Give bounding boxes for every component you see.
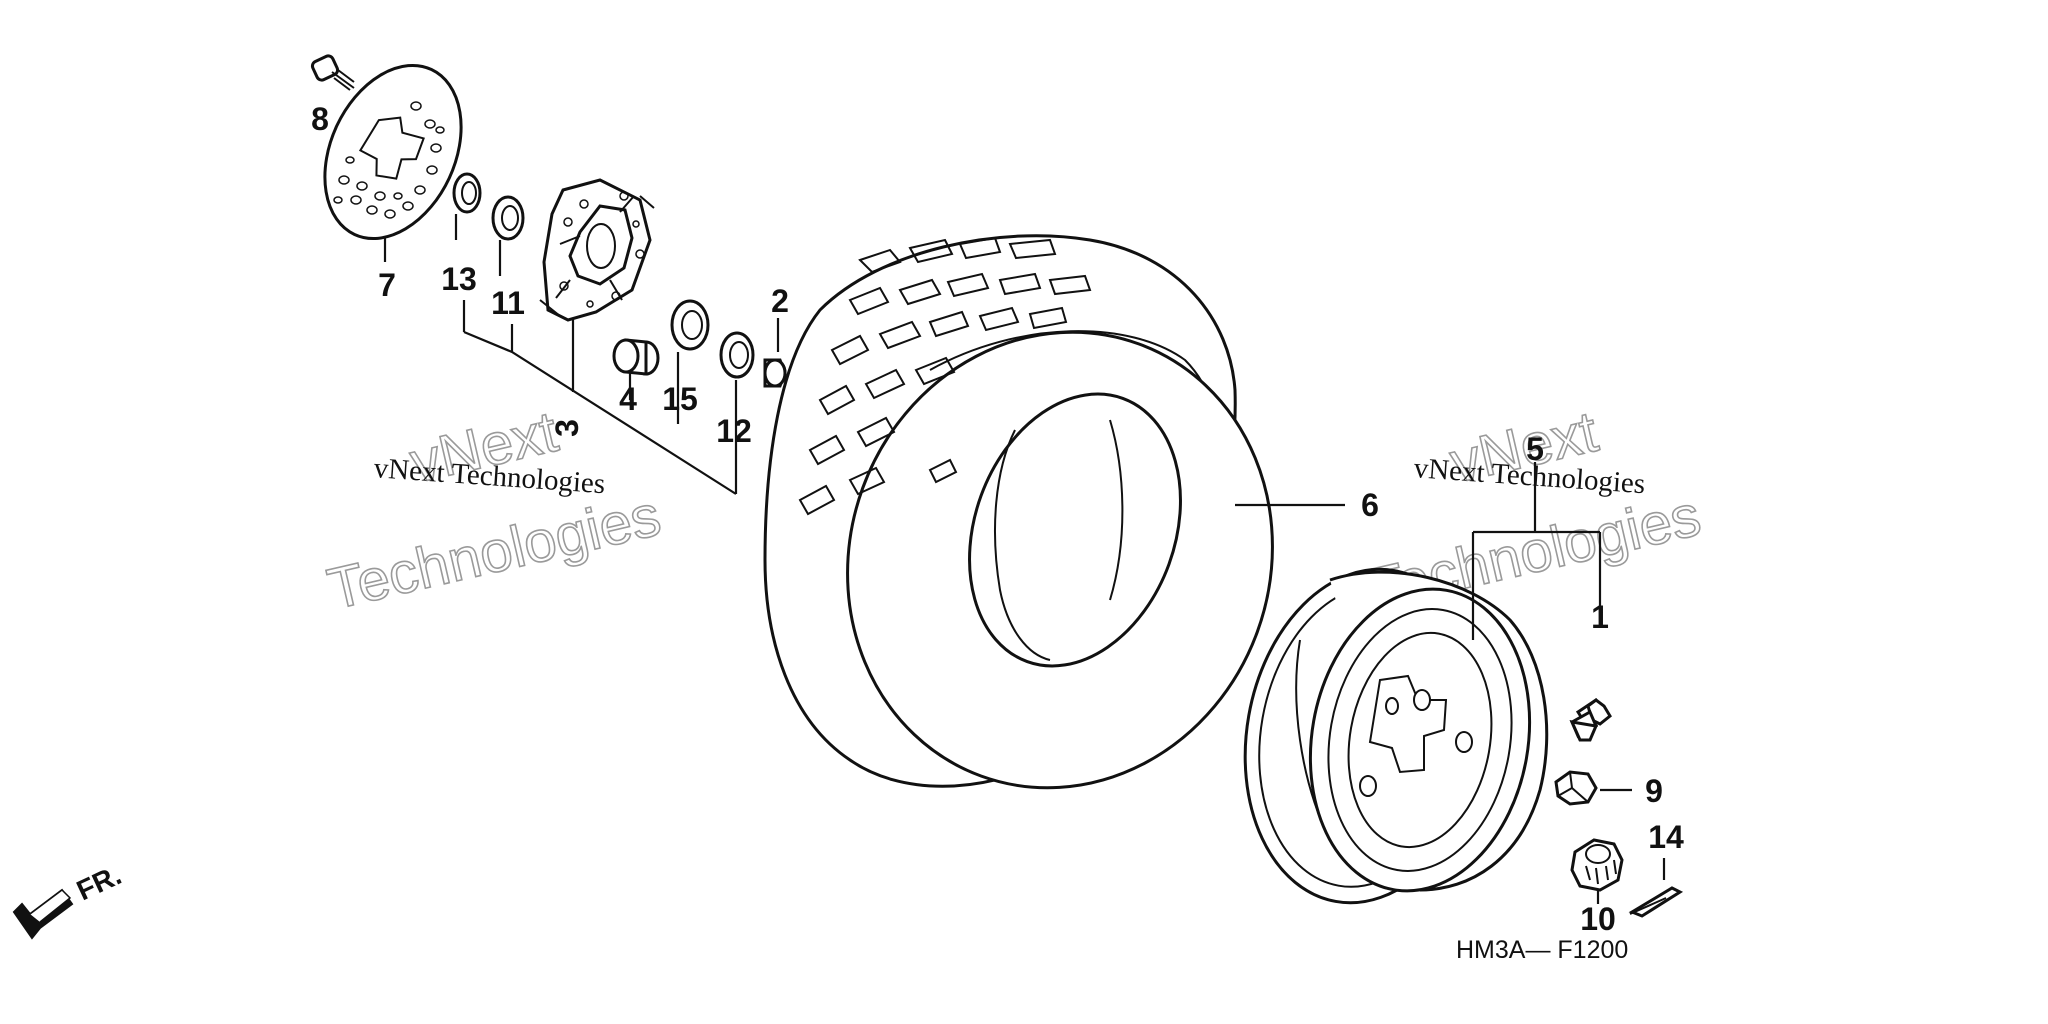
part-1-valve (1569, 698, 1612, 742)
part-7-brake-disc (323, 63, 463, 262)
part-13-seal (452, 172, 482, 240)
part-4-collar (612, 338, 660, 400)
callout-11: 11 (491, 285, 525, 321)
callout-3: 3 (549, 419, 585, 437)
part-10-castle-nut (1570, 838, 1624, 904)
front-direction-arrow: FR. (12, 859, 126, 940)
part-9-nut (1554, 770, 1632, 806)
callout-1: 1 (1591, 599, 1609, 635)
callout-2: 2 (771, 283, 789, 319)
callout-9: 9 (1645, 773, 1663, 809)
callout-5: 5 (1526, 431, 1544, 467)
watermark-left: vNext Technologies vNext Technologies (321, 398, 667, 623)
callout-4: 4 (619, 381, 637, 417)
part-15-bearing (670, 299, 710, 424)
part-11-bearing (491, 195, 525, 276)
callout-7: 7 (378, 267, 396, 303)
part-14-cotter-pin (1628, 858, 1684, 918)
watermark-left-bottom: Technologies (322, 483, 667, 622)
callout-15: 15 (662, 381, 698, 417)
tire-tread-lugs (798, 236, 1092, 516)
callout-12: 12 (716, 413, 752, 449)
part-8-bolt (310, 54, 355, 91)
callout-8: 8 (311, 101, 329, 137)
callout-10: 10 (1580, 901, 1616, 937)
part-12-seal (719, 331, 755, 424)
part-6-tire (763, 234, 1345, 790)
diagram-code: HM3A— F1200 (1456, 936, 1628, 964)
part-3-hub (539, 178, 655, 392)
callout-14: 14 (1648, 819, 1684, 855)
callout-13: 13 (441, 261, 477, 297)
hub-group-bracket (462, 300, 738, 495)
watermark-left-caption: vNext Technologies (373, 452, 606, 500)
callout-6: 6 (1361, 487, 1379, 523)
disc-holes (333, 101, 445, 219)
part-5-rim (1243, 462, 1602, 905)
front-direction-label: FR. (72, 859, 126, 906)
part-2-spacer (763, 318, 787, 388)
